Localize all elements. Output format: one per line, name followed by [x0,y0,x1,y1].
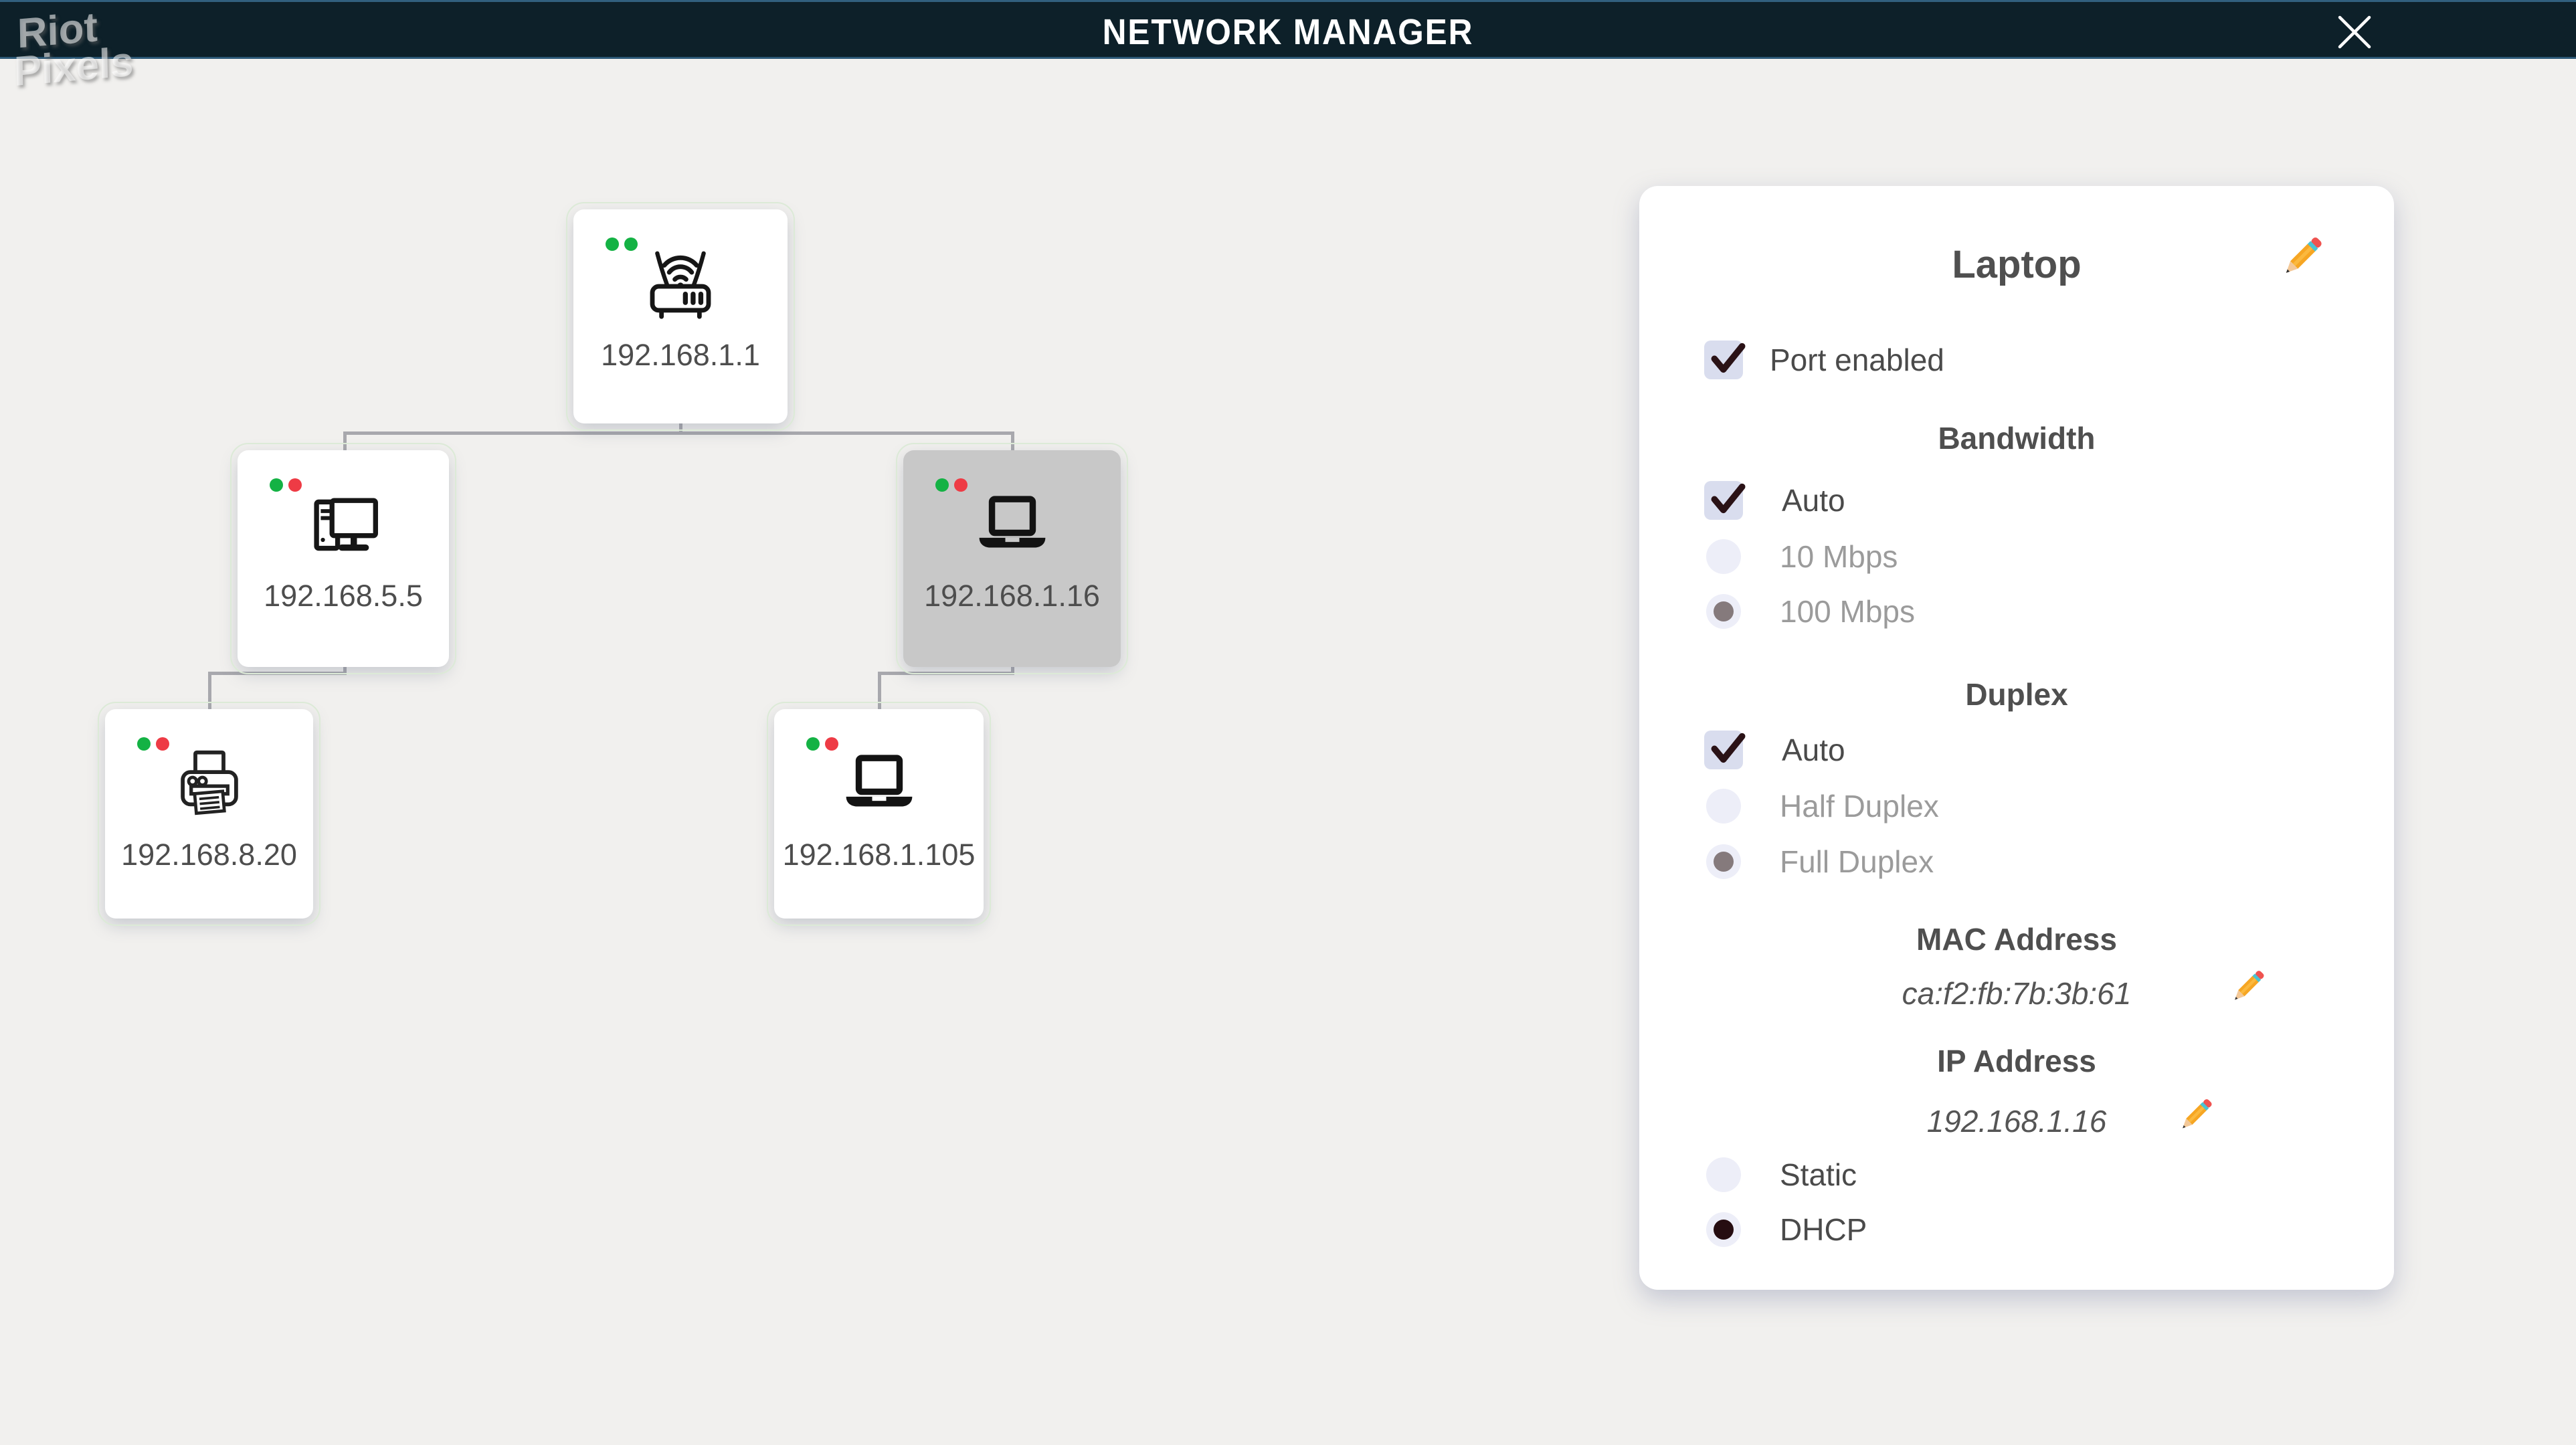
node-ip-label: 192.168.1.16 [924,579,1100,613]
option-label: 10 Mbps [1780,539,1898,574]
pencil-edit-icon[interactable] [2276,230,2328,282]
duplex-option-auto[interactable]: Auto [1704,730,1845,770]
connector-line [343,431,347,452]
radio-button-selected[interactable] [1706,1212,1741,1247]
connector-line [343,667,347,675]
connector-line [1011,431,1014,452]
auto-checkbox[interactable] [1704,481,1746,520]
status-dot-red [156,737,169,751]
connector-line [1011,667,1014,675]
laptop-icon [903,482,1121,569]
status-dot-green [270,478,283,492]
connector-line [679,423,682,434]
node-printer[interactable]: 192.168.8.20 [98,702,320,926]
duplex-option-full[interactable]: Full Duplex [1704,842,1934,882]
window-title: NETWORK MANAGER [1102,12,1474,52]
duplex-option-half[interactable]: Half Duplex [1704,786,1939,826]
auto-checkbox[interactable] [1704,731,1746,769]
ip-address-value: 192.168.1.16 [1926,1104,2107,1139]
option-label: Full Duplex [1780,844,1934,879]
bandwidth-option-10mbps[interactable]: 10 Mbps [1704,537,1898,577]
desktop-computer-icon [238,482,449,569]
wifi-router-icon [573,242,788,328]
radio-button-selected[interactable] [1706,844,1741,879]
ip-mode-option-dhcp[interactable]: DHCP [1704,1210,1867,1250]
connector-line [343,431,1014,435]
node-ip-label: 192.168.1.1 [601,338,760,372]
port-enabled-row[interactable]: Port enabled [1704,340,1944,380]
connector-line [878,672,1014,675]
status-dot-red [954,478,968,492]
node-desktop[interactable]: 192.168.5.5 [230,443,456,674]
node-laptop-2[interactable]: 192.168.1.105 [767,702,991,926]
node-router[interactable]: 192.168.1.1 [566,202,795,431]
status-dot-green [137,737,151,751]
radio-button[interactable] [1706,1157,1741,1192]
connector-line [208,672,347,675]
connector-line [208,672,211,710]
radio-button-selected[interactable] [1706,594,1741,629]
laptop-icon [774,741,984,828]
option-label: DHCP [1780,1212,1867,1247]
mac-address-value: ca:f2:fb:7b:3b:61 [1902,976,2132,1011]
panel-title: Laptop [1952,243,2082,286]
status-dot-green [606,237,619,251]
port-enabled-label: Port enabled [1770,343,1944,377]
option-label: Auto [1782,733,1845,767]
connector-line [878,672,881,710]
option-label: Half Duplex [1780,789,1939,824]
status-dot-green [624,237,638,251]
ip-address-heading: IP Address [1937,1044,2096,1078]
status-dot-green [806,737,820,751]
port-enabled-checkbox[interactable] [1704,341,1746,379]
node-laptop-selected[interactable]: 192.168.1.16 [896,443,1128,674]
option-label: Auto [1782,483,1845,518]
status-dot-green [935,478,949,492]
node-ip-label: 192.168.1.105 [782,838,976,872]
mac-address-heading: MAC Address [1916,922,2117,957]
duplex-heading: Duplex [1965,677,2068,712]
bandwidth-option-100mbps[interactable]: 100 Mbps [1704,591,1915,632]
status-dot-red [825,737,838,751]
node-ip-label: 192.168.5.5 [264,579,423,613]
status-dot-red [288,478,302,492]
bandwidth-option-auto[interactable]: Auto [1704,480,1845,520]
settings-panel: Laptop Port enabled Bandwidth [1639,186,2394,1290]
radio-button[interactable] [1706,789,1741,824]
title-bar: NETWORK MANAGER [0,0,2576,59]
option-label: Static [1780,1157,1857,1192]
printer-icon [105,741,313,828]
option-label: 100 Mbps [1780,594,1916,629]
pencil-edit-icon[interactable] [2227,965,2270,1007]
pencil-edit-icon[interactable] [2175,1093,2217,1136]
close-icon[interactable] [2331,9,2378,56]
node-ip-label: 192.168.8.20 [121,838,297,872]
radio-button[interactable] [1706,539,1741,574]
ip-mode-option-static[interactable]: Static [1704,1155,1857,1195]
bandwidth-heading: Bandwidth [1938,421,2096,456]
